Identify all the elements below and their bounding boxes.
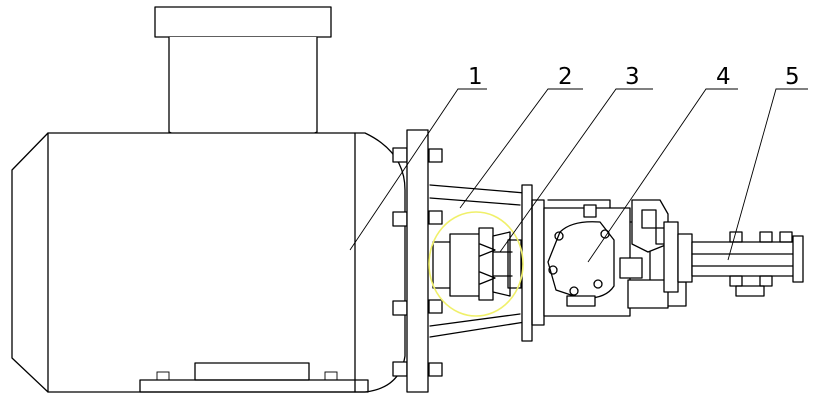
- callout-4: 4: [716, 64, 731, 90]
- hydraulic-pump: [543, 199, 687, 317]
- flange-bolt-heads: [428, 148, 443, 377]
- hydraulic-cylinder: [663, 221, 804, 297]
- coupling: [432, 227, 522, 301]
- motor-body: [11, 132, 406, 393]
- callout-1: 1: [468, 64, 483, 90]
- callout-3: 3: [625, 64, 640, 90]
- bell-housing: [429, 184, 545, 342]
- callout-2: 2: [558, 64, 573, 90]
- motor: [11, 6, 408, 393]
- motor-flange-bolts: [392, 147, 408, 377]
- mounting-flange: [406, 129, 443, 393]
- leader-lines: [349, 88, 808, 263]
- terminal-box-cap: [154, 6, 332, 38]
- coupling-highlight-ring: [428, 211, 524, 317]
- callout-5: 5: [785, 64, 800, 90]
